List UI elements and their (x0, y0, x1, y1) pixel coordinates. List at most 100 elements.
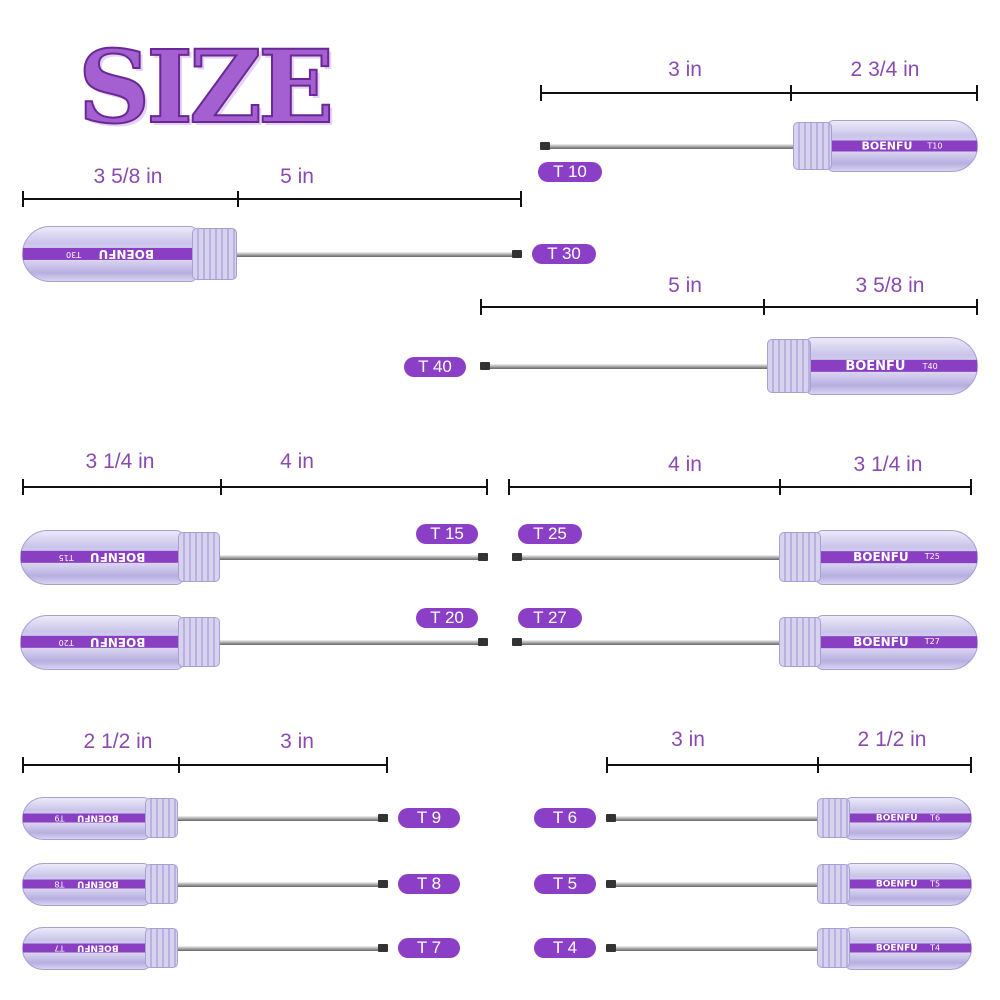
shaft (606, 946, 817, 951)
brand-logo: BOENFU (89, 635, 146, 649)
handle-collar (817, 864, 850, 904)
handle-size-mark: T9 (54, 813, 65, 823)
handle-stripe: BOENFU T20 (21, 635, 183, 649)
torx-tip (512, 553, 522, 561)
handle-stripe: BOENFU T15 (21, 550, 183, 564)
handle: BOENFU T9 (22, 796, 178, 840)
torx-tip (512, 638, 522, 646)
handle-collar (817, 798, 850, 838)
handle-size-mark: T15 (58, 552, 74, 562)
dimension-tick (763, 299, 765, 315)
dimension-tick (178, 757, 180, 773)
handle: BOENFU T30 (22, 226, 237, 282)
brand-logo: BOENFU (89, 550, 146, 564)
handle-body: BOENFU T30 (22, 226, 198, 282)
handle-size-mark: T20 (58, 637, 74, 647)
size-label: T 25 (518, 524, 582, 544)
dimension-tick (486, 479, 488, 495)
torx-tip (606, 944, 616, 952)
size-label: T 15 (416, 524, 478, 544)
dimension-tick (22, 191, 24, 207)
dimension-tick (220, 479, 222, 495)
dimension-label: 4 in (280, 450, 314, 473)
size-label: T 10 (538, 162, 602, 182)
shaft (178, 816, 388, 821)
brand-logo: BOENFU (875, 813, 918, 824)
handle-collar (793, 122, 832, 170)
handle: BOENFU T15 (20, 529, 220, 585)
handle-size-mark: T8 (54, 879, 65, 889)
dimension-label: 3 in (671, 728, 705, 751)
torx-tip (512, 250, 522, 258)
dimension-label: 3 1/4 in (85, 450, 155, 473)
handle-stripe: BOENFU T30 (23, 247, 197, 261)
dimension-line (22, 198, 522, 200)
dimension-line (606, 764, 972, 766)
dimension-tick (22, 757, 24, 773)
shaft (606, 882, 817, 887)
handle-size-mark: T4 (930, 943, 941, 953)
dimension-line (540, 92, 978, 94)
brand-logo: BOENFU (98, 247, 154, 261)
size-label: T 20 (416, 608, 478, 628)
dimension-label: 3 in (668, 58, 702, 81)
dimension-label: 3 in (280, 730, 314, 753)
handle-body: BOENFU T6 (844, 796, 972, 840)
handle-size-mark: T30 (66, 249, 82, 259)
handle-collar (145, 864, 178, 904)
torx-tip (378, 944, 388, 952)
handle-stripe: BOENFU T6 (845, 813, 971, 824)
dimension-tick (976, 299, 978, 315)
brand-logo: BOENFU (875, 943, 918, 954)
handle-collar (779, 531, 821, 583)
size-label: T 6 (534, 808, 596, 828)
shaft (178, 946, 388, 951)
torx-tip (478, 553, 488, 561)
dimension-tick (237, 191, 239, 207)
size-label: T 8 (398, 874, 460, 894)
handle-collar (779, 616, 821, 668)
dimension-tick (817, 757, 819, 773)
brand-logo: BOENFU (875, 879, 918, 890)
handle-size-mark: T25 (924, 552, 940, 562)
dimension-line (508, 486, 972, 488)
dimension-tick (520, 191, 522, 207)
size-label: T 5 (534, 874, 596, 894)
shaft (480, 364, 767, 369)
torx-tip (606, 880, 616, 888)
torx-tip (606, 814, 616, 822)
torx-tip (480, 362, 490, 370)
brand-logo: BOENFU (853, 635, 909, 649)
shaft (512, 640, 779, 645)
brand-logo: BOENFU (861, 139, 913, 153)
handle-stripe: BOENFU T4 (845, 943, 971, 954)
dimension-label: 2 1/2 in (83, 730, 153, 753)
dimension-label: 2 3/4 in (850, 58, 920, 81)
handle-size-mark: T6 (930, 813, 941, 823)
handle-size-mark: T40 (922, 361, 938, 371)
handle-stripe: BOENFU T9 (23, 812, 150, 823)
torx-tip (378, 880, 388, 888)
handle: BOENFU T6 (817, 796, 972, 840)
shaft (178, 882, 388, 887)
handle-collar (178, 531, 220, 583)
shaft (237, 252, 522, 257)
brand-logo: BOENFU (77, 812, 119, 823)
dimension-tick (508, 479, 510, 495)
handle-size-mark: T7 (54, 943, 65, 953)
dimension-line (22, 486, 488, 488)
dimension-tick (970, 757, 972, 773)
handle-body: BOENFU T15 (20, 529, 184, 585)
